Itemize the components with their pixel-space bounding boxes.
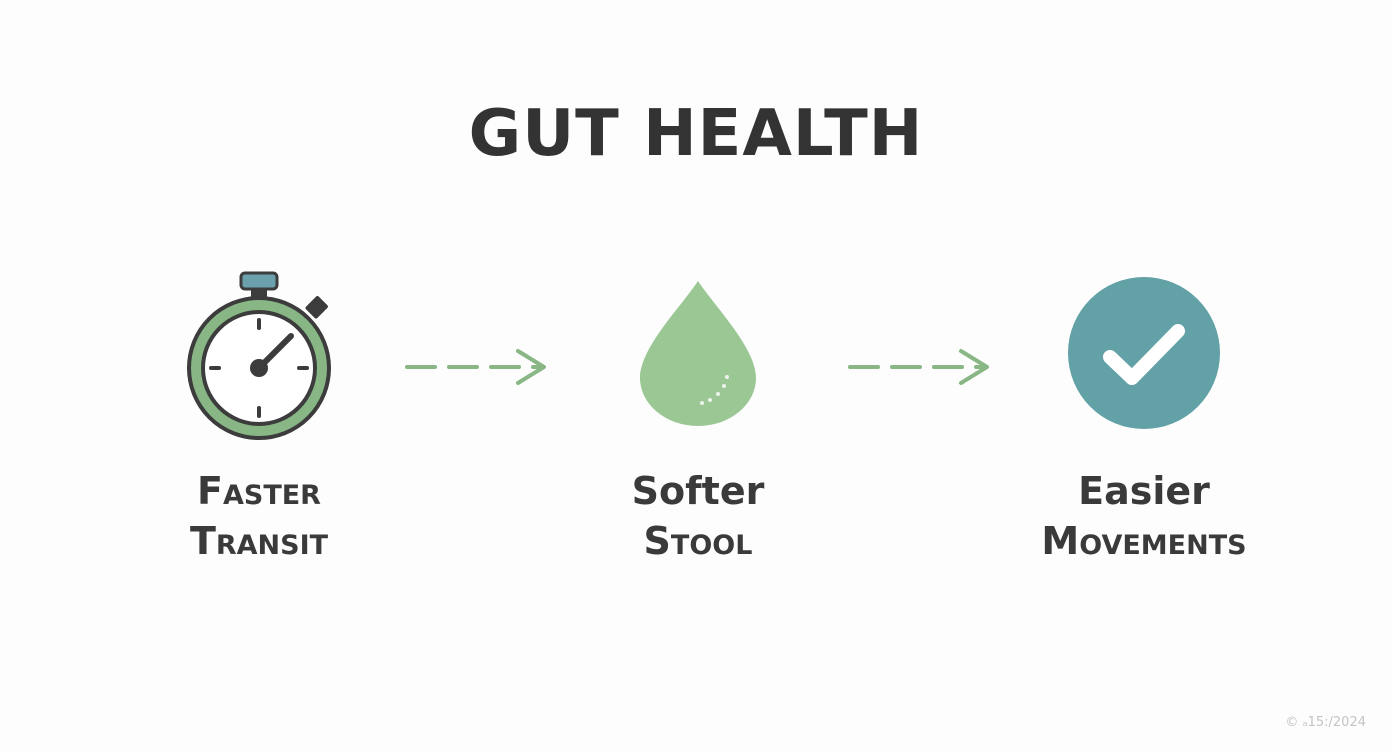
stopwatch-icon [180,268,340,448]
page-title: GUT HEALTH [468,97,924,171]
step-label-easier-movements: Easier Movements [984,466,1304,566]
step-label-line2: Transit [189,519,329,563]
step-label-line1: Easier [1078,469,1210,513]
step-label-line2: Movements [1041,519,1247,563]
copyright-watermark: © ₐ15:/2024 [1285,715,1366,730]
dashed-arrow-right-icon [404,346,554,394]
step-label-line1: Softer [631,469,765,513]
step-label-line2: Stool [643,519,753,563]
water-drop-icon [636,278,760,430]
step-label-line1: Faster [197,469,321,513]
step-label-faster-transit: Faster Transit [99,466,419,566]
dashed-arrow-right-icon [847,346,997,394]
checkmark-circle-icon [1066,275,1222,431]
step-label-softer-stool: Softer Stool [538,466,858,566]
